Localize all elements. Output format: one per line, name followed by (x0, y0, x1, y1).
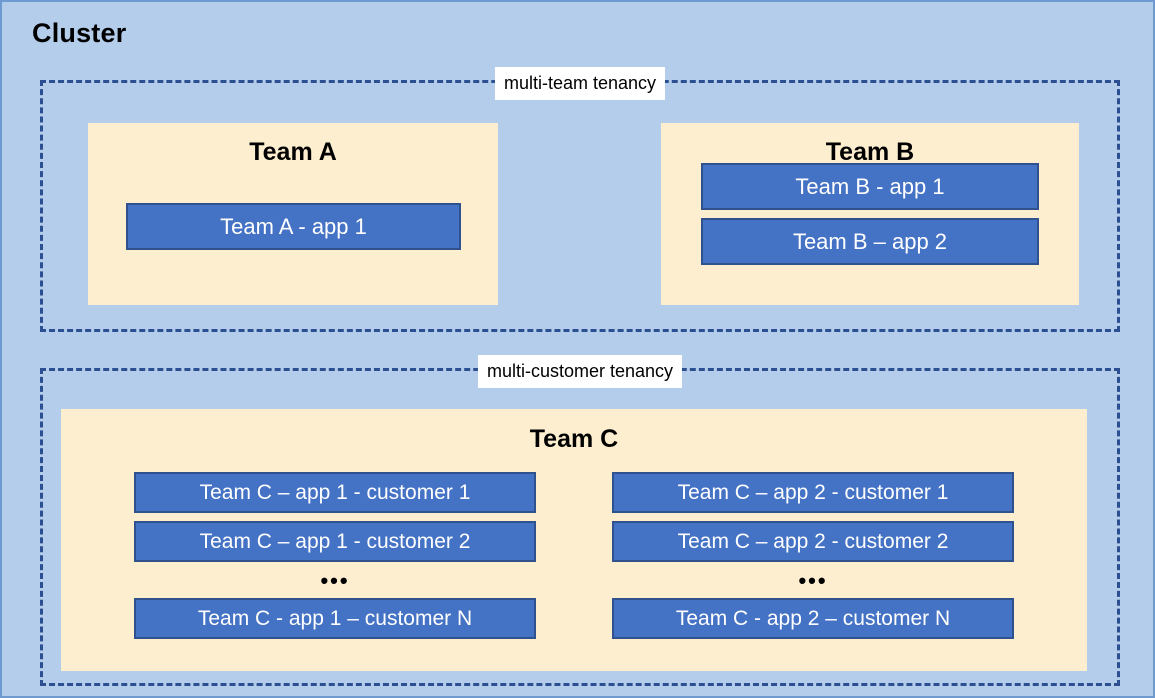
app-box-team-c-app-1-customer-2[interactable]: Team C – app 1 - customer 2 (134, 521, 536, 562)
team-title-team-c: Team C (529, 425, 619, 453)
team-container-team-b: Team B Team B - app 1 Team B – app 2 (661, 123, 1079, 305)
tenancy-group-multi-team: multi-team tenancy Team A Team A - app 1… (40, 67, 1120, 332)
ellipsis-team-c-app-2: ••• (798, 568, 828, 593)
app-box-team-c-app-1-customer-n[interactable]: Team C - app 1 – customer N (134, 598, 536, 639)
team-title-team-a: Team A (249, 138, 337, 166)
app-box-team-a-app-1[interactable]: Team A - app 1 (126, 203, 461, 250)
app-box-team-b-app-1[interactable]: Team B - app 1 (701, 163, 1039, 210)
app-box-team-c-app-2-customer-1[interactable]: Team C – app 2 - customer 1 (612, 472, 1014, 513)
ellipsis-team-c-app-1: ••• (320, 568, 350, 593)
app-box-team-c-app-1-customer-1[interactable]: Team C – app 1 - customer 1 (134, 472, 536, 513)
team-container-team-a: Team A Team A - app 1 (88, 123, 498, 305)
tenancy-label-multi-team: multi-team tenancy (494, 67, 666, 100)
tenancy-group-multi-customer: multi-customer tenancy Team C Team C – a… (40, 355, 1120, 686)
app-list-team-b: Team B - app 1 Team B – app 2 (701, 163, 1039, 265)
app-column-team-c-app-1: Team C – app 1 - customer 1 Team C – app… (134, 472, 536, 639)
app-column-team-c-app-2: Team C – app 2 - customer 1 Team C – app… (612, 472, 1014, 639)
tenancy-label-multi-customer: multi-customer tenancy (477, 355, 683, 388)
cluster-title: Cluster (32, 18, 127, 48)
app-list-team-a: Team A - app 1 (126, 203, 461, 250)
team-title-team-b: Team B (825, 138, 915, 166)
app-grid-team-c: Team C – app 1 - customer 1 Team C – app… (61, 472, 1087, 639)
app-box-team-c-app-2-customer-n[interactable]: Team C - app 2 – customer N (612, 598, 1014, 639)
app-box-team-b-app-2[interactable]: Team B – app 2 (701, 218, 1039, 265)
team-container-team-c: Team C Team C – app 1 - customer 1 Team … (61, 409, 1087, 671)
app-box-team-c-app-2-customer-2[interactable]: Team C – app 2 - customer 2 (612, 521, 1014, 562)
